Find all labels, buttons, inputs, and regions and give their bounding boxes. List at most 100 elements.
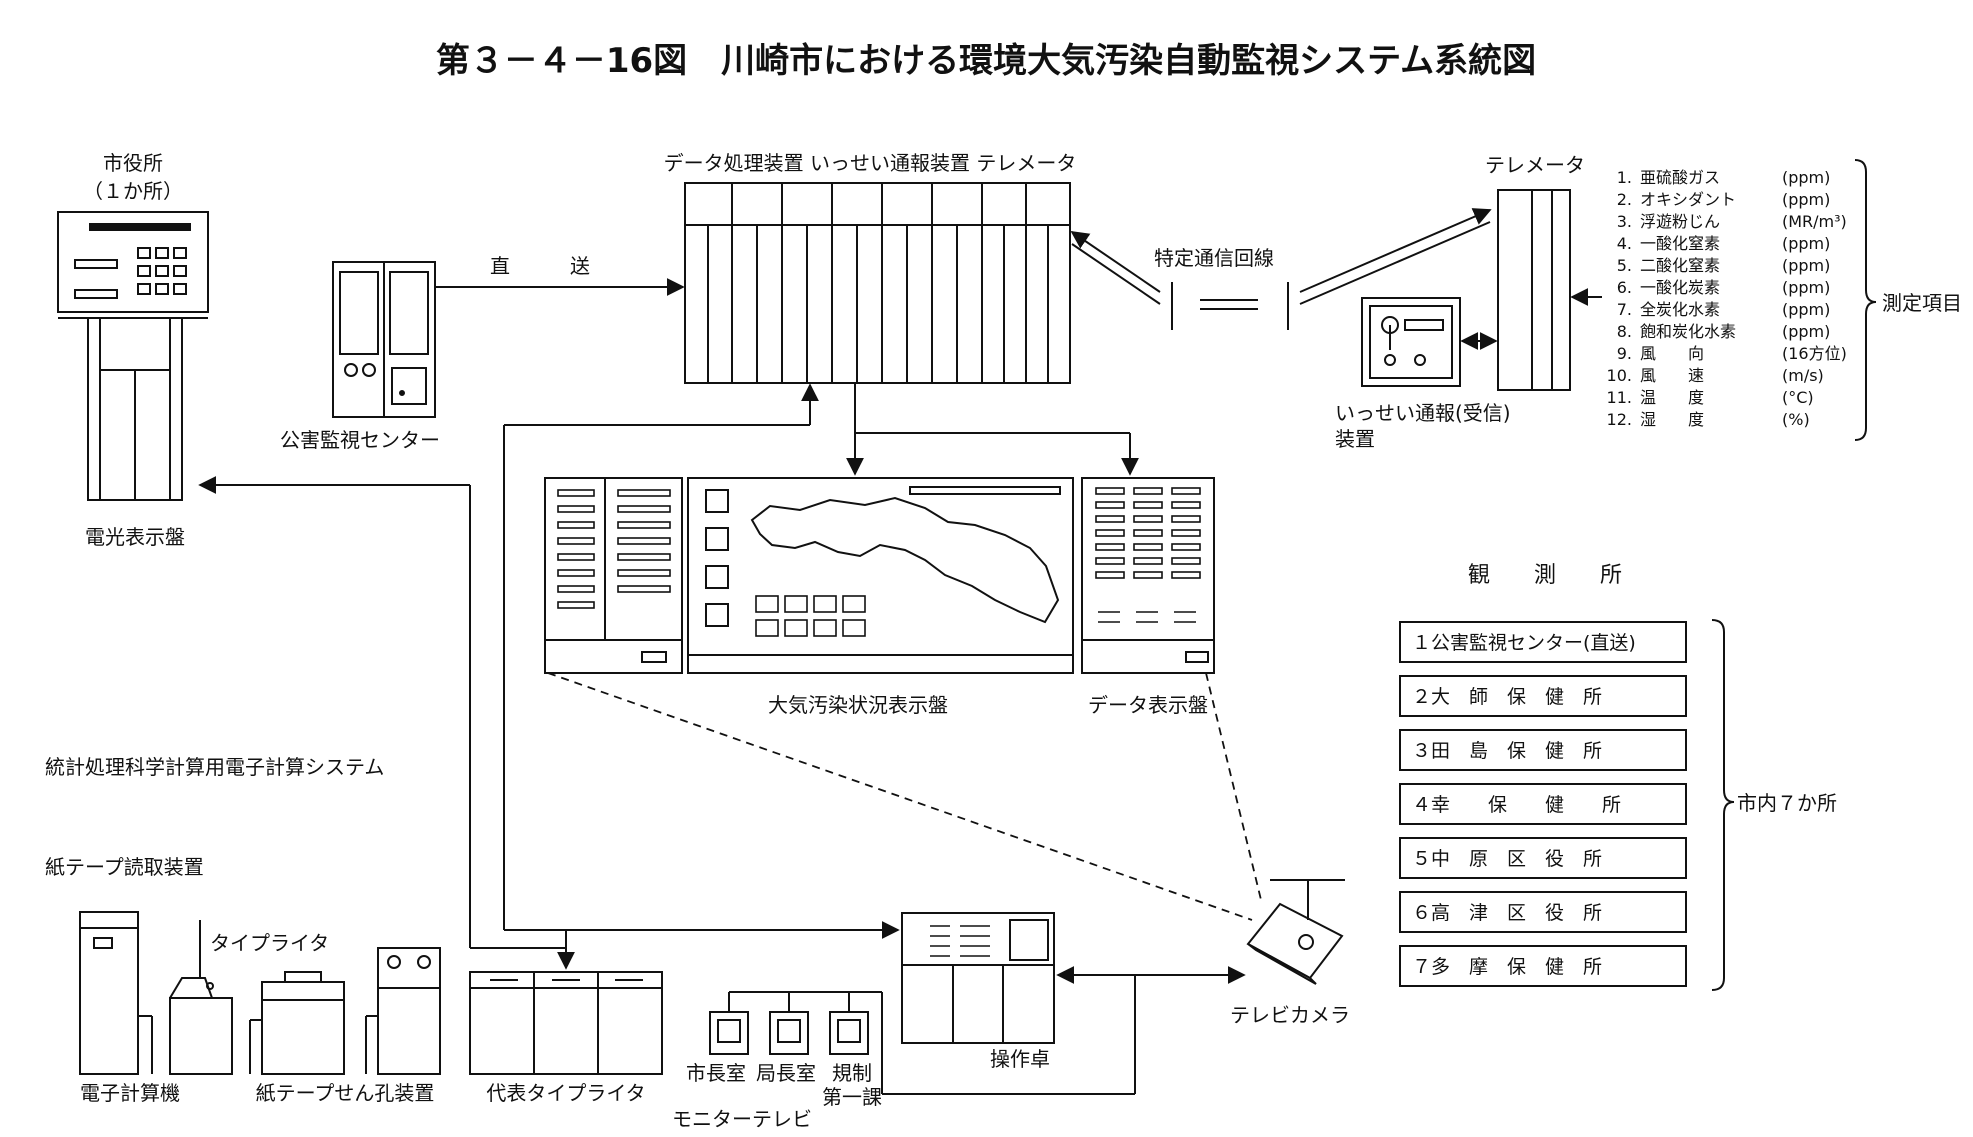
station-item: ４幸 保 健 所	[1412, 794, 1621, 816]
measurement-item-no: 4.	[1617, 234, 1632, 253]
pollution-center-cabinet	[332, 261, 436, 418]
station-item: ３田 島 保 健 所	[1412, 740, 1602, 762]
data-display-board	[1081, 477, 1215, 674]
measurement-item-no: 5.	[1617, 256, 1632, 275]
measurement-item-name: 温 度	[1640, 388, 1704, 407]
measurement-item-no: 11.	[1607, 388, 1632, 407]
measurement-item-name: 浮遊粉じん	[1640, 212, 1720, 231]
monitor-tv-caption: モニターテレビ	[672, 1107, 812, 1131]
measurement-item-unit: (ppm)	[1782, 168, 1830, 187]
measurement-item-no: 10.	[1607, 366, 1632, 385]
measurement-item-name: 風 速	[1640, 366, 1704, 385]
measurement-items-list: 1. 亜硫酸ガス (ppm) 2. オキシダント (ppm) 3. 浮遊粉じん …	[1607, 168, 1847, 429]
measurement-item-name: 湿 度	[1640, 410, 1704, 429]
tape-punch-unit	[249, 971, 345, 1075]
direct-transmission-label: 直 送	[490, 254, 590, 278]
special-line-label: 特定通信回線	[1154, 246, 1274, 270]
measurement-item-no: 2.	[1617, 190, 1632, 209]
measurement-item-name: 全炭化水素	[1640, 300, 1720, 319]
central-processing-unit	[684, 182, 1071, 384]
measurement-item-name: 一酸化窒素	[1640, 234, 1720, 253]
measurement-item-no: 7.	[1617, 300, 1632, 319]
kawasaki-map-outline	[750, 496, 1060, 624]
city-hall-label: 市役所	[103, 151, 163, 175]
station-box	[1399, 783, 1687, 825]
measurement-item-name: 一酸化炭素	[1640, 278, 1720, 297]
representative-typewriter	[469, 971, 663, 1075]
telemeter-unit	[1497, 189, 1571, 391]
telemeter-label: テレメータ	[1485, 153, 1585, 177]
station-box	[1399, 729, 1687, 771]
measurement-item-name: 飽和炭化水素	[1640, 322, 1736, 341]
typewriter-label: タイプライタ	[210, 931, 329, 955]
station-item: １公害監視センター(直送)	[1412, 632, 1636, 654]
measurement-item-unit: (ppm)	[1782, 300, 1830, 319]
station-item: ７多 摩 保 健 所	[1412, 956, 1602, 978]
city-hall-count: （１か所）	[83, 179, 183, 203]
station-box	[1399, 945, 1687, 987]
stations-bracket-label: 市内７か所	[1737, 791, 1837, 815]
measurement-item-unit: (ppm)	[1782, 190, 1830, 209]
monitor-regulation-label-2: 第一課	[822, 1085, 882, 1109]
measurement-item-unit: (m/s)	[1782, 366, 1824, 385]
central-unit-header: データ処理装置 いっせい通報装置 テレメータ	[664, 151, 1077, 175]
electronic-computer	[79, 911, 153, 1075]
operation-console	[901, 912, 1055, 1044]
measurement-item-name: 二酸化窒素	[1640, 256, 1720, 275]
pollution-status-board	[687, 477, 1074, 674]
display-board-feed-line	[198, 476, 575, 970]
station-box	[1399, 675, 1687, 717]
station-box	[1399, 891, 1687, 933]
typewriter-unit	[169, 920, 233, 1075]
station-box	[1399, 621, 1687, 663]
tape-punch-reader-unit	[365, 947, 441, 1075]
measurement-item-no: 9.	[1617, 344, 1632, 363]
station-box	[1399, 837, 1687, 879]
data-display-board-label: データ表示盤	[1088, 693, 1208, 717]
measurement-item-unit: (16方位)	[1782, 344, 1847, 363]
monitor-director-label: 局長室	[756, 1061, 816, 1085]
measurement-item-name: オキシダント	[1640, 190, 1736, 209]
measurement-item-unit: (ppm)	[1782, 322, 1830, 341]
measurement-item-unit: (ppm)	[1782, 256, 1830, 275]
station-list	[1399, 621, 1687, 987]
measurement-item-no: 12.	[1607, 410, 1632, 429]
electric-display-board	[57, 211, 209, 501]
broadcast-receiver-label-1: いっせい通報(受信)	[1335, 401, 1511, 425]
stations-bracket	[1711, 619, 1735, 991]
pollution-status-board-label: 大気汚染状況表示盤	[768, 693, 948, 717]
special-communication-line	[1070, 208, 1492, 330]
measurement-item-no: 8.	[1617, 322, 1632, 341]
measurement-item-no: 3.	[1617, 212, 1632, 231]
measurement-item-no: 6.	[1617, 278, 1632, 297]
tv-camera-label: テレビカメラ	[1230, 1003, 1350, 1027]
monitor-mayor-label: 市長室	[686, 1061, 746, 1085]
electric-display-board-label: 電光表示盤	[85, 525, 185, 549]
station-item: ６高 津 区 役 所	[1412, 902, 1602, 924]
measurement-bracket	[1854, 159, 1877, 441]
tv-camera	[1246, 879, 1345, 985]
tape-reader-label: 紙テープ読取装置	[45, 855, 204, 879]
operation-console-label: 操作卓	[990, 1047, 1050, 1071]
measurement-item-unit: (MR/m³)	[1782, 212, 1847, 231]
broadcast-receiver-label-2: 装置	[1335, 427, 1375, 451]
stations-heading: 観 測 所	[1468, 563, 1622, 588]
measurement-item-name: 風 向	[1640, 344, 1704, 363]
pollution-center-label: 公害監視センター	[280, 428, 440, 452]
broadcast-receiver	[1361, 297, 1461, 387]
camera-sightlines	[547, 672, 1263, 921]
measurement-item-unit: (°C)	[1782, 388, 1814, 407]
measurement-item-unit: (ppm)	[1782, 278, 1830, 297]
measurement-bracket-label: 測定項目	[1882, 291, 1962, 315]
central-to-display-links	[846, 383, 1139, 476]
monitor-regulation-label-1: 規制	[832, 1061, 872, 1085]
station-item: ５中 原 区 役 所	[1412, 848, 1602, 870]
electronic-computer-label: 電子計算機	[80, 1081, 180, 1105]
central-to-console-line	[503, 383, 900, 939]
measurement-item-name: 亜硫酸ガス	[1640, 168, 1720, 187]
tape-punch-label: 紙テープせん孔装置	[256, 1081, 435, 1105]
measurement-item-no: 1.	[1617, 168, 1632, 187]
measurement-item-unit: (ppm)	[1782, 234, 1830, 253]
